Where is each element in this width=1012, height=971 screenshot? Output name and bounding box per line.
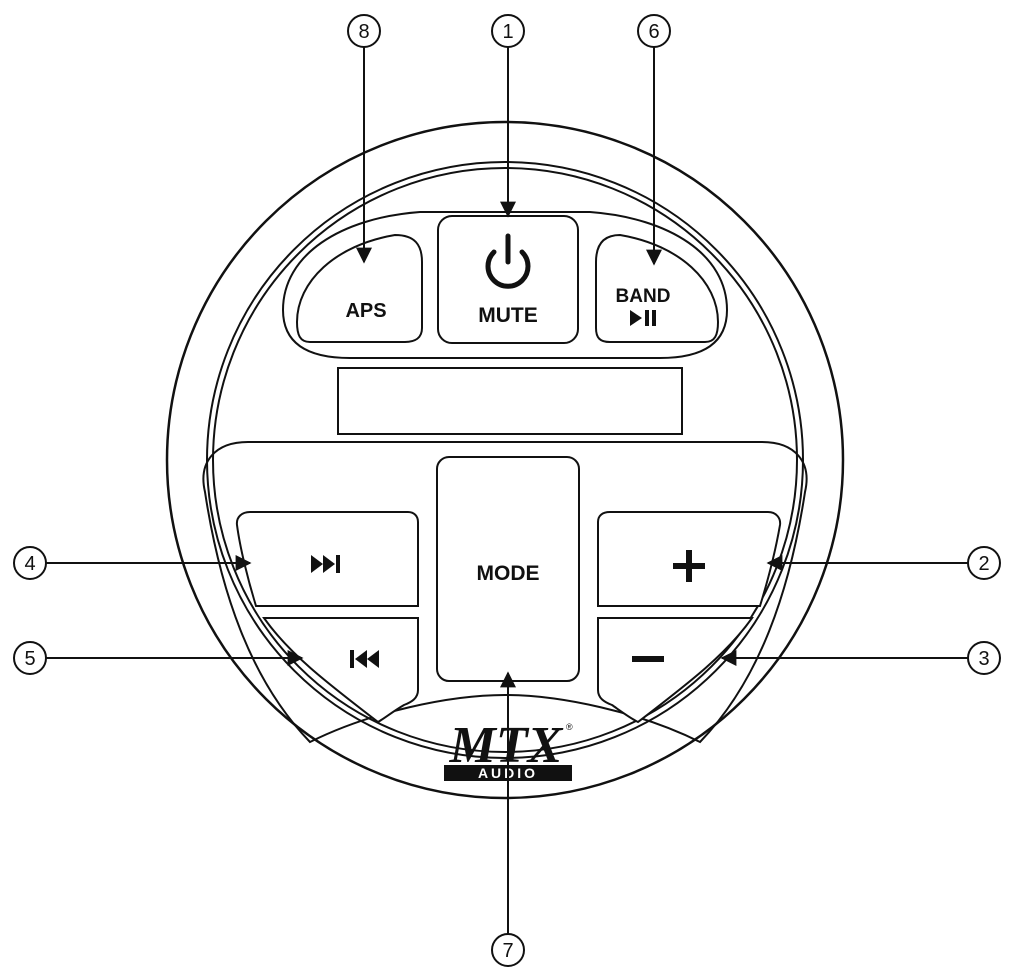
callout-2: 2: [967, 546, 1001, 580]
svg-text:6: 6: [648, 21, 659, 43]
mode-button[interactable]: MODE: [436, 456, 580, 682]
lower-button-cluster: [202, 441, 808, 744]
face-ring: [212, 167, 798, 753]
aps-button[interactable]: APS: [295, 233, 423, 343]
callout-3: 3: [967, 641, 1001, 675]
callout-4: 4: [13, 546, 47, 580]
previous-track-button[interactable]: [262, 617, 419, 724]
top-button-cluster: [281, 211, 729, 359]
plus-icon: [673, 550, 705, 582]
callout-1: 1: [491, 14, 525, 48]
band-label: BAND: [616, 286, 671, 307]
next-track-button[interactable]: [235, 511, 419, 607]
minus-icon: [632, 656, 664, 662]
svg-text:8: 8: [358, 21, 369, 43]
mode-label: MODE: [477, 562, 540, 585]
aps-label: APS: [345, 300, 386, 322]
svg-text:3: 3: [978, 648, 989, 670]
outer-bezel-ring: [165, 120, 845, 800]
play-pause-icon: [630, 310, 656, 326]
skip-previous-icon: [350, 650, 379, 668]
svg-text:2: 2: [978, 553, 989, 575]
callout-leaders: [45, 46, 968, 935]
callout-5: 5: [13, 641, 47, 675]
band-button[interactable]: BAND: [595, 233, 720, 343]
mute-label: MUTE: [478, 304, 538, 327]
inner-bezel-ring: [206, 161, 804, 759]
svg-text:4: 4: [24, 553, 35, 575]
power-icon: [485, 233, 531, 289]
callout-6: 6: [637, 14, 671, 48]
logo-sub: AUDIO: [478, 765, 538, 781]
logo-brand: MTX: [449, 717, 564, 774]
volume-up-button[interactable]: [597, 511, 782, 607]
logo-registered-mark: ®: [566, 722, 573, 732]
display-window: [337, 367, 683, 435]
mute-button[interactable]: MUTE: [437, 215, 579, 344]
svg-text:5: 5: [24, 648, 35, 670]
skip-next-icon: [311, 555, 340, 573]
svg-text:7: 7: [502, 940, 513, 962]
callout-7: 7: [491, 933, 525, 967]
svg-text:1: 1: [502, 21, 513, 43]
callout-8: 8: [347, 14, 381, 48]
mtx-audio-logo: MTX ® AUDIO: [444, 717, 573, 781]
